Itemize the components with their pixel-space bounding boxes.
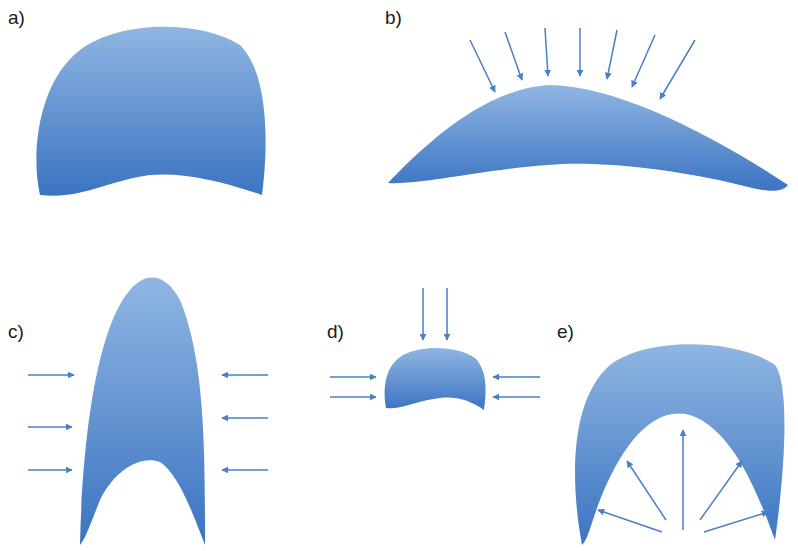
shape-d (385, 348, 486, 410)
part-label: e) (557, 322, 574, 341)
shape-a (36, 27, 265, 196)
part-label: d) (327, 322, 344, 341)
part-label: c) (8, 322, 24, 341)
force-arrows (28, 28, 768, 532)
shape-b (388, 85, 788, 191)
part-label: b) (385, 8, 402, 27)
shape-e (575, 344, 784, 545)
part-label: a) (8, 8, 25, 27)
shape-c (80, 278, 205, 545)
